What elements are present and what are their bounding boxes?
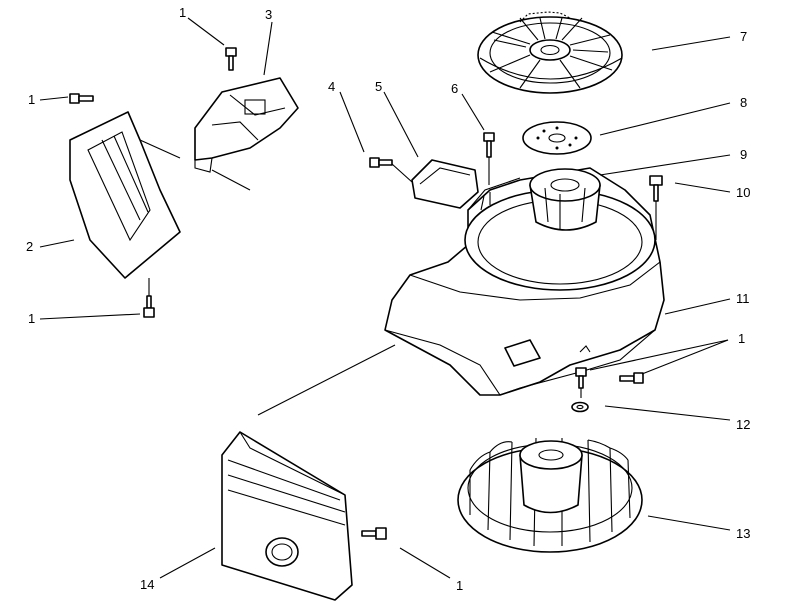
callout-1: 1 — [28, 311, 35, 326]
bolt-part-10 — [649, 175, 663, 202]
cover-plate — [411, 159, 479, 209]
flywheel — [457, 437, 643, 553]
rotating-screen — [477, 11, 623, 94]
callout-9: 9 — [740, 147, 747, 162]
engine-cover — [221, 431, 353, 601]
callout-6: 6 — [451, 81, 458, 96]
callout-2: 2 — [26, 239, 33, 254]
bracket — [194, 77, 299, 173]
callout-1: 1 — [456, 578, 463, 593]
callout-11: 11 — [736, 291, 750, 306]
bolt-part-4 — [369, 157, 393, 168]
callout-14: 14 — [140, 577, 154, 592]
callout-1: 1 — [179, 5, 186, 20]
callout-leaders — [39, 17, 731, 579]
callout-5: 5 — [375, 79, 382, 94]
callout-7: 7 — [740, 29, 747, 44]
left-shroud — [69, 111, 181, 279]
washer — [571, 401, 589, 413]
bolt-part-6 — [483, 132, 495, 158]
callout-1: 1 — [738, 331, 745, 346]
blower-housing — [384, 167, 665, 396]
callout-12: 12 — [736, 417, 750, 432]
callout-1: 1 — [28, 92, 35, 107]
alignment-lines — [139, 139, 657, 416]
bolt-housing-a — [575, 367, 587, 389]
bolt-top-left — [69, 93, 94, 104]
callout-3: 3 — [265, 7, 272, 22]
callout-10: 10 — [736, 185, 750, 200]
fan-hub — [529, 168, 601, 231]
bolt-cover — [361, 527, 387, 540]
bolt-housing-b — [619, 372, 644, 384]
callout-4: 4 — [328, 79, 335, 94]
callout-13: 13 — [736, 526, 750, 541]
screen-plate — [522, 121, 592, 155]
bolt-lower-left — [143, 295, 155, 318]
bolt-top-bracket — [225, 47, 237, 71]
callout-labels: 1 3 1 4 5 6 7 8 9 10 2 1 11 1 12 13 14 1 — [26, 5, 750, 593]
callout-8: 8 — [740, 95, 747, 110]
